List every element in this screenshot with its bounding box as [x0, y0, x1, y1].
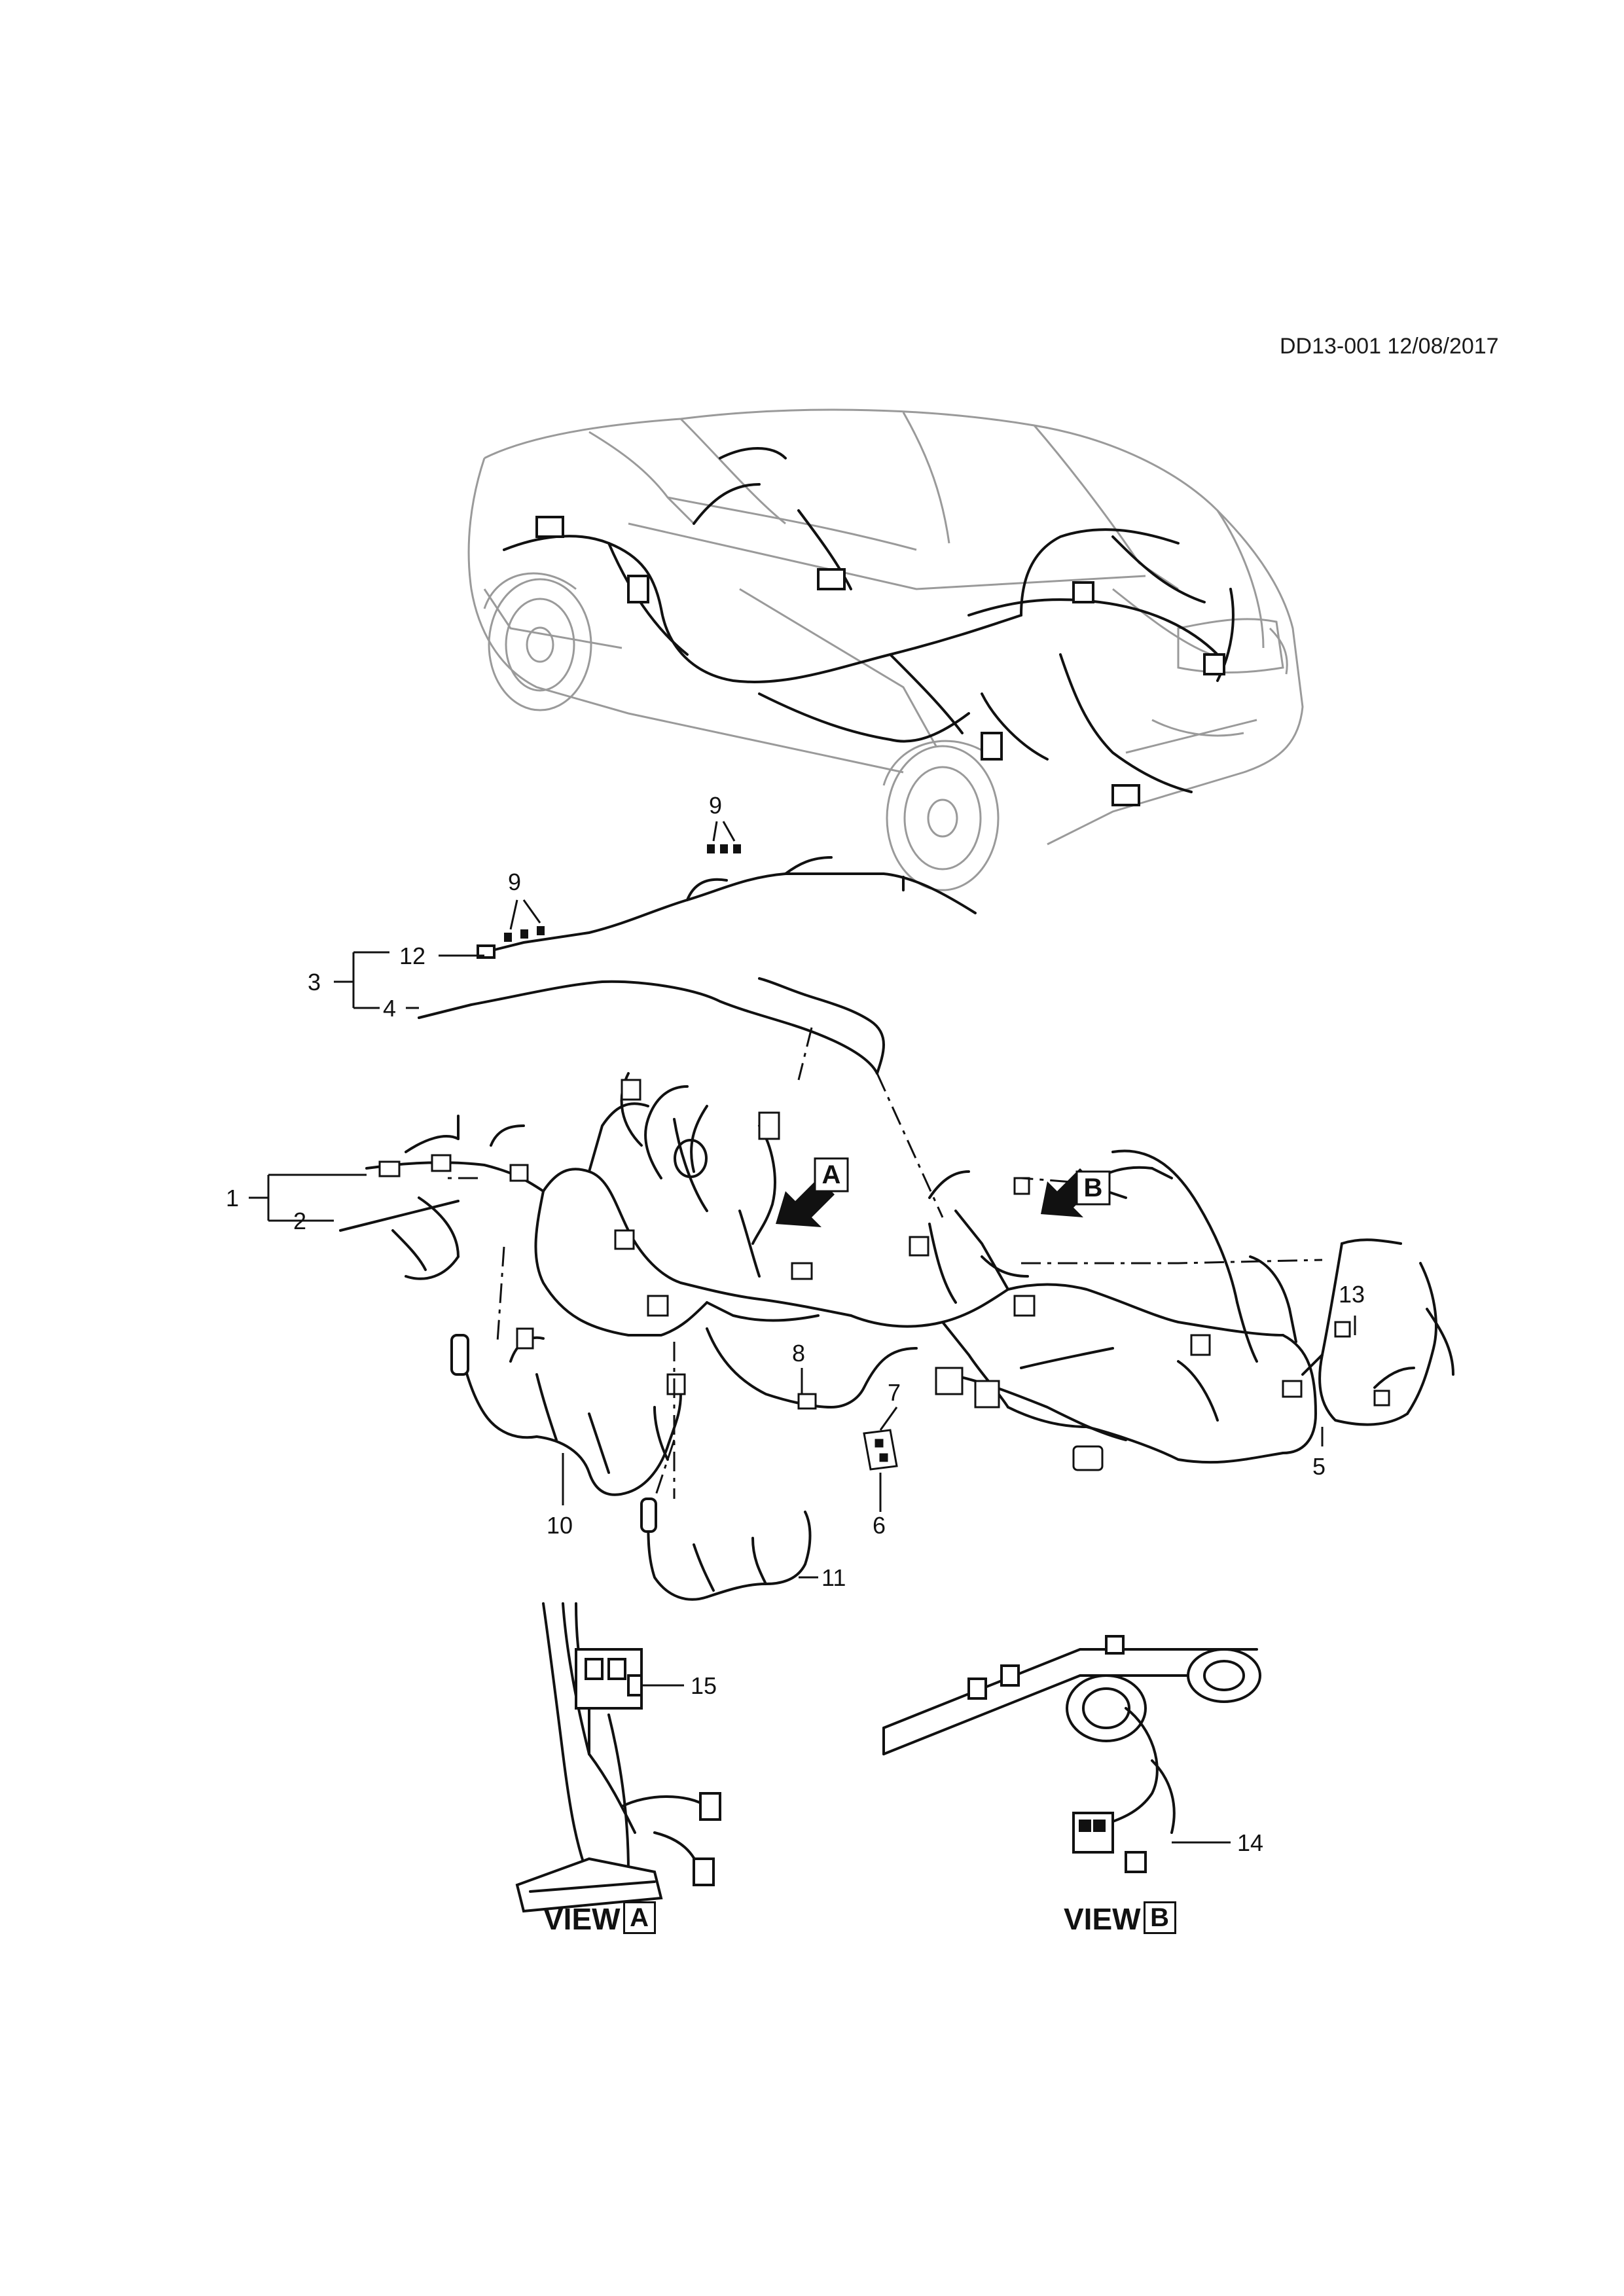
arrow-a-label: A — [822, 1160, 841, 1189]
clips-9 — [504, 844, 741, 942]
callout-2: 2 — [293, 1208, 306, 1234]
callout-14: 14 — [1237, 1829, 1263, 1856]
installed-harness — [503, 447, 1235, 806]
leader-lines — [445, 1027, 1323, 1499]
rear-harness-5 — [1085, 1149, 1454, 1426]
callout-6: 6 — [873, 1512, 886, 1539]
arrow-b-label: B — [1084, 1174, 1103, 1202]
callout-1: 1 — [226, 1185, 239, 1211]
callout-5: 5 — [1312, 1453, 1326, 1480]
connectors — [378, 1079, 1390, 1471]
callout-11: 11 — [821, 1564, 846, 1591]
main-harness — [339, 1072, 1318, 1464]
callout-3: 3 — [308, 969, 321, 996]
arrow-b: B — [1041, 1168, 1111, 1217]
view-b-detail — [882, 1635, 1261, 1873]
callout-12: 12 — [399, 942, 425, 969]
view-b-letter: B — [1143, 1901, 1176, 1934]
document-id: DD13-001 12/08/2017 — [1280, 334, 1499, 359]
callout-9a: 9 — [508, 869, 521, 895]
callout-13: 13 — [1339, 1281, 1365, 1308]
door-harness-10 — [450, 1334, 682, 1496]
callout-8: 8 — [792, 1340, 805, 1367]
vehicle-outline — [467, 408, 1304, 891]
callout-7: 7 — [888, 1379, 901, 1406]
callout-10: 10 — [547, 1512, 573, 1539]
view-a-prefix: VIEW — [543, 1902, 621, 1936]
arrow-a: A — [776, 1157, 849, 1227]
callout-leaders — [249, 821, 1356, 1844]
view-b-prefix: VIEW — [1064, 1902, 1141, 1936]
view-a-detail — [515, 1602, 721, 1913]
view-a-letter: A — [623, 1901, 656, 1934]
module-6-7 — [863, 1429, 898, 1471]
door-harness-11 — [640, 1498, 812, 1601]
callout-15: 15 — [691, 1672, 717, 1699]
callout-4: 4 — [383, 995, 396, 1022]
roof-harness — [418, 856, 977, 1075]
callout-9b: 9 — [709, 792, 722, 819]
